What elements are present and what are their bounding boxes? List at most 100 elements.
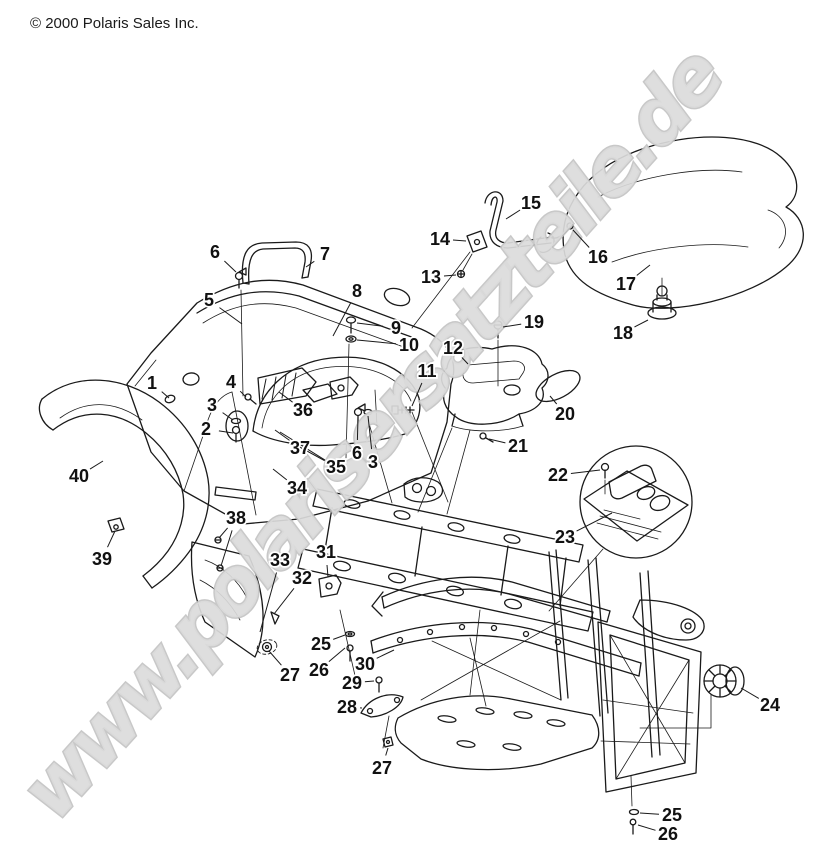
callout-33: 33 [270, 550, 290, 570]
callout-20: 20 [555, 404, 575, 424]
nut-39 [107, 517, 125, 533]
callout-leader-9 [356, 322, 384, 327]
callout-1: 1 [147, 373, 157, 393]
copyright-text: © 2000 Polaris Sales Inc. [30, 15, 199, 32]
callout-leader-38 [220, 530, 233, 567]
callout-leader-24 [740, 687, 760, 699]
callout-leader-4 [239, 390, 247, 398]
callout-5: 5 [204, 290, 214, 310]
fasteners-upper [164, 267, 449, 504]
callout-13: 13 [421, 267, 441, 287]
callout-leader-34 [272, 468, 288, 481]
callout-leader-18 [634, 319, 649, 328]
callout-leader-21 [488, 438, 506, 444]
callout-12: 12 [443, 338, 463, 358]
callout-15: 15 [521, 193, 541, 213]
callout-leader-20 [549, 395, 558, 405]
callout-leader-26 [637, 824, 656, 831]
callout-leader-38 [218, 527, 228, 539]
callout-leader-35 [295, 444, 325, 462]
callout-leader-6 [224, 260, 237, 273]
callout-leader-16 [572, 229, 590, 248]
callout-leader-11 [411, 382, 423, 407]
callout-leader-2 [218, 430, 234, 434]
callout-leader-23 [576, 512, 613, 532]
callout-leader-19 [502, 323, 522, 328]
callout-8: 8 [352, 281, 362, 301]
callout-leader-17 [635, 264, 651, 277]
callout-27: 27 [280, 665, 300, 685]
main-frame [370, 549, 712, 807]
seat [562, 136, 804, 309]
callout-18: 18 [613, 323, 633, 343]
callout-leader-27 [268, 650, 282, 666]
callout-17: 17 [616, 274, 636, 294]
callout-leader-37 [274, 429, 290, 441]
callout-24: 24 [760, 695, 780, 715]
line-art [38, 136, 804, 835]
callout-21: 21 [508, 436, 528, 456]
callout-31: 31 [316, 542, 336, 562]
lower-fasteners [344, 630, 640, 835]
callout-27: 27 [372, 758, 392, 778]
callout-26: 26 [658, 824, 678, 844]
callout-leader-8 [332, 302, 352, 337]
callout-35: 35 [326, 457, 346, 477]
callout-leader-22 [570, 469, 601, 474]
callout-36: 36 [293, 400, 313, 420]
callout-leader-7 [305, 260, 315, 268]
callout-leader-25 [333, 634, 346, 640]
callout-leader-29 [364, 680, 375, 683]
callout-23: 23 [555, 527, 575, 547]
callout-22: 22 [548, 465, 568, 485]
watermark: www.polarisersatzteile.de www.polarisers… [2, 30, 743, 838]
rack-support-frame [297, 477, 594, 707]
callout-leader-35 [279, 431, 326, 461]
callout-leader-27 [385, 747, 389, 756]
callout-26: 26 [309, 660, 329, 680]
callout-leader-10 [356, 339, 397, 345]
callout-leader-25 [639, 812, 660, 815]
callout-11: 11 [417, 361, 436, 381]
callout-38: 38 [226, 508, 246, 528]
callout-25: 25 [662, 805, 682, 825]
seat-bumper [647, 285, 677, 320]
callout-14: 14 [430, 229, 450, 249]
callout-leader-40 [89, 460, 104, 470]
callout-40: 40 [69, 466, 89, 486]
callout-3: 3 [207, 395, 217, 415]
callout-4: 4 [226, 372, 236, 392]
callout-leader-36 [278, 391, 293, 403]
detail-circle [548, 445, 693, 612]
callout-19: 19 [524, 312, 544, 332]
callout-leader-1 [161, 391, 170, 399]
fender-brackets [257, 367, 359, 405]
callout-leader-39 [107, 530, 116, 548]
callout-leader-15 [505, 209, 521, 220]
callout-leader-30 [376, 649, 395, 659]
splash-panel [190, 536, 280, 658]
callout-6: 6 [210, 242, 220, 262]
callout-9: 9 [391, 318, 401, 338]
callout-29: 29 [342, 673, 362, 693]
callout-leader-3 [222, 412, 234, 421]
callout-28: 28 [337, 697, 357, 717]
callout-leader-13 [443, 274, 457, 277]
callout-leader-32 [273, 587, 295, 615]
callout-leader-6 [356, 416, 359, 441]
callout-leader-5 [219, 307, 243, 325]
roller [703, 664, 745, 698]
callout-34: 34 [287, 478, 307, 498]
callout-6: 6 [352, 443, 362, 463]
callout-leader-12 [461, 357, 469, 365]
callout-37: 37 [290, 438, 310, 458]
watermark-text: www.polarisersatzteile.de [3, 32, 741, 837]
callout-10: 10 [399, 335, 419, 355]
callout-30: 30 [355, 654, 375, 674]
callout-25: 25 [311, 634, 331, 654]
callout-leader-14 [452, 239, 467, 242]
callout-32: 32 [292, 568, 312, 588]
rack-handle [241, 241, 313, 285]
